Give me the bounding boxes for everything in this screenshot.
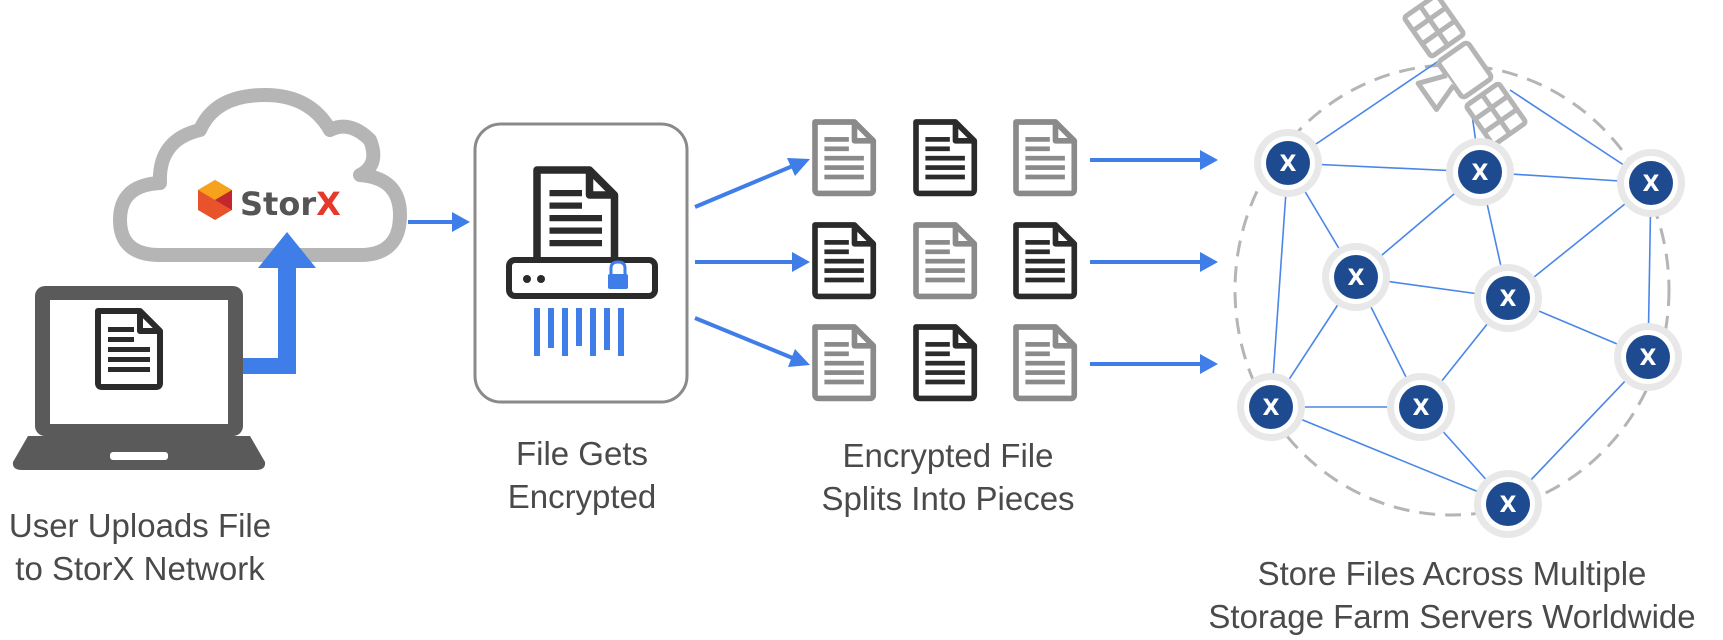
server-node-icon: X [1446,138,1514,206]
server-node-icon: X [1617,149,1685,217]
document-icon [815,122,873,193]
svg-text:File Gets: File Gets [516,435,648,472]
svg-text:X: X [1280,152,1297,177]
split-arrows [694,158,810,367]
storx-logo: StorX [198,180,341,223]
document-icon [1016,327,1074,398]
step-label-upload: User Uploads File to StorX Network [9,507,271,587]
server-node-icon: X [1237,373,1305,441]
document-icon [916,327,974,398]
svg-text:X: X [1500,493,1517,518]
svg-text:Splits Into Pieces: Splits Into Pieces [821,480,1074,517]
server-node-icon: X [1387,373,1455,441]
document-icon [1016,225,1074,296]
svg-text:X: X [1472,161,1489,186]
server-node-icon: X [1614,323,1682,391]
svg-text:X: X [1640,346,1657,371]
svg-text:X: X [1500,287,1517,312]
encrypted-pieces [815,122,1074,398]
svg-text:X: X [1348,266,1365,291]
satellite-icon [1402,0,1528,147]
storx-brand-name: StorX [240,185,341,223]
step-label-encrypt: File Gets Encrypted [508,435,657,515]
svg-text:Encrypted: Encrypted [508,478,657,515]
document-icon [98,311,160,387]
server-node-icon: X [1254,129,1322,197]
cloud-icon [113,88,407,262]
document-icon [916,122,974,193]
document-icon [916,225,974,296]
server-node-icon: X [1322,243,1390,311]
store-arrows [1090,150,1218,374]
svg-text:User Uploads File: User Uploads File [9,507,271,544]
server-node-icon: X [1474,264,1542,332]
arrow-icon [408,212,470,232]
svg-text:Storage Farm Servers Worldwide: Storage Farm Servers Worldwide [1208,598,1695,635]
svg-text:to StorX Network: to StorX Network [15,550,265,587]
server-node-icon: X [1474,470,1542,538]
svg-text:Encrypted File: Encrypted File [843,437,1054,474]
document-icon [815,327,873,398]
svg-text:X: X [1643,172,1660,197]
step-label-split: Encrypted File Splits Into Pieces [821,437,1074,517]
document-icon [1016,122,1074,193]
svg-text:Store Files Across Multiple: Store Files Across Multiple [1258,555,1647,592]
lock-icon [608,260,628,289]
server-nodes: X X X X X X X X [1237,129,1685,538]
svg-text:X: X [1263,396,1280,421]
step-label-store: Store Files Across Multiple Storage Farm… [1208,555,1695,635]
svg-text:X: X [1413,396,1430,421]
document-icon [815,225,873,296]
